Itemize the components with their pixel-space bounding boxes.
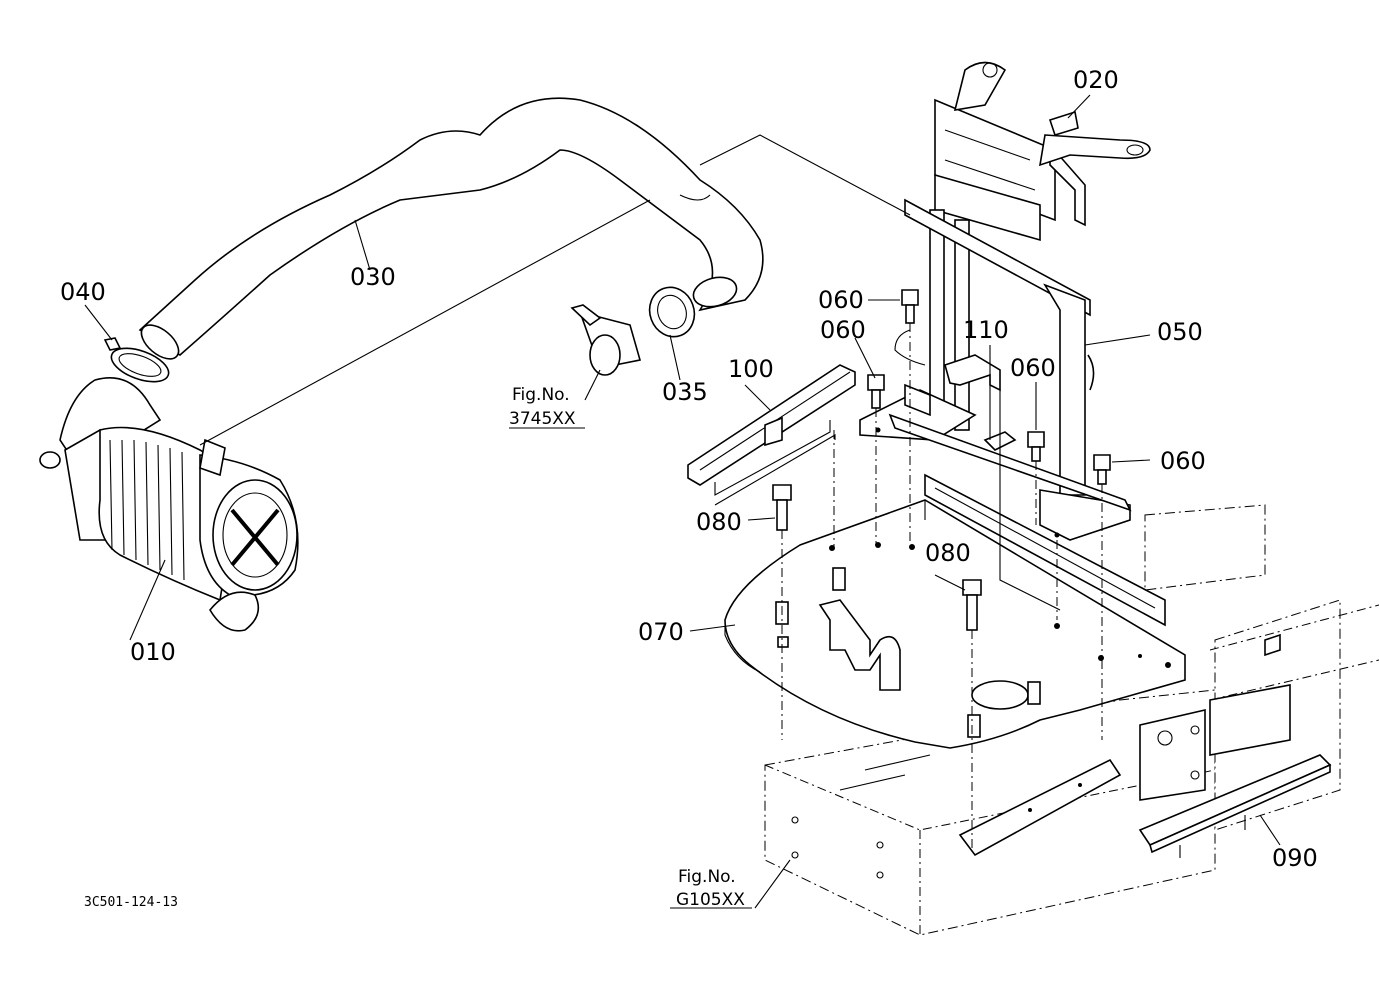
part-050-stand	[859, 61, 1132, 541]
part-labels: 010 020 030 035 040 050 060 060 060 060 …	[60, 66, 1318, 872]
label-010: 010	[130, 638, 176, 666]
label-040: 040	[60, 278, 106, 306]
figure-references: Fig.No. 3745XX Fig.No. G105XX	[509, 385, 745, 910]
ref-3745-line1: Fig.No.	[512, 385, 570, 405]
bolt-080-b	[962, 579, 982, 631]
label-110: 110	[963, 316, 1009, 344]
ref-g105-line2: G105XX	[676, 890, 745, 910]
part-040-clamp	[103, 337, 170, 383]
label-100: 100	[728, 355, 774, 383]
part-020-bracket	[1038, 110, 1151, 167]
bolt-060-b	[867, 374, 885, 409]
label-060-b: 060	[820, 316, 866, 344]
label-080-b: 080	[925, 539, 971, 567]
leader-lines	[84, 94, 1281, 909]
ref-3745-line2: 3745XX	[509, 409, 576, 429]
bolt-080-a	[772, 484, 792, 531]
label-070: 070	[638, 618, 684, 646]
bolt-060-d	[1093, 454, 1111, 485]
label-080-a: 080	[696, 508, 742, 536]
part-090-bar	[1138, 754, 1332, 858]
part-030-hose	[138, 97, 764, 360]
diagram-id: 3C501-124-13	[84, 895, 178, 910]
label-030: 030	[350, 263, 396, 291]
label-060-d: 060	[1160, 447, 1206, 475]
ref-g105-line1: Fig.No.	[678, 867, 736, 887]
bolt-060-a	[901, 289, 919, 324]
part-070-plate	[724, 473, 1186, 749]
label-020: 020	[1073, 66, 1119, 94]
part-100-bracket	[687, 364, 856, 496]
bolts	[772, 289, 1111, 850]
part-010-air-cleaner	[39, 376, 299, 632]
label-060-a: 060	[818, 286, 864, 314]
label-060-c: 060	[1010, 354, 1056, 382]
label-035: 035	[662, 378, 708, 406]
label-090: 090	[1272, 844, 1318, 872]
part-035-connector	[570, 286, 696, 376]
label-050: 050	[1157, 318, 1203, 346]
bolt-060-c	[1027, 431, 1045, 462]
